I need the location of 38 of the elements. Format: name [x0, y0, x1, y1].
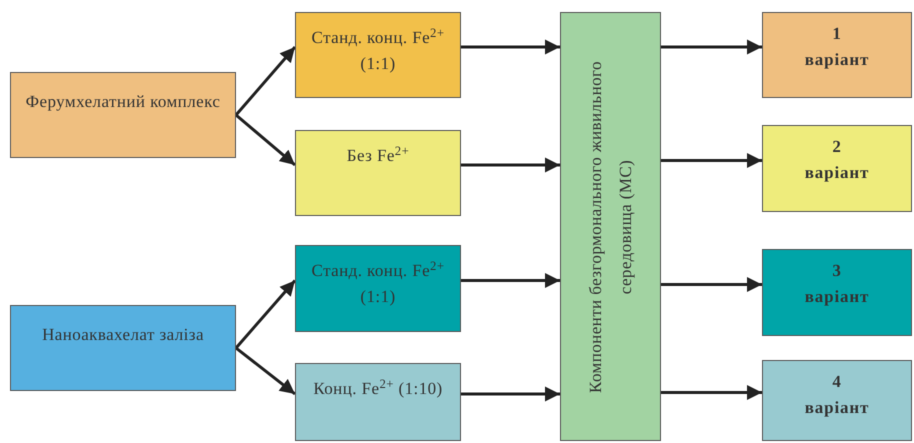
source-box: [10, 305, 236, 391]
arrow: [235, 346, 296, 396]
node-label: Станд. конц. Fe$^{2+}$ (1:1): [310, 258, 446, 308]
arrow: [661, 385, 762, 400]
variant-number: 2: [832, 136, 842, 158]
variant-box: [762, 12, 912, 98]
node-label: варіант: [804, 286, 870, 308]
condition-box: [295, 130, 461, 216]
condition-box: [295, 245, 461, 332]
arrow: [234, 46, 296, 116]
source-box: [10, 72, 236, 158]
node-label: варіант: [804, 397, 870, 419]
variant-box: [762, 249, 912, 336]
arrow: [234, 280, 296, 349]
node-label: Ферумхелатний комплекс: [26, 91, 220, 113]
node-label: варіант: [804, 162, 870, 184]
node-label: варіант: [804, 49, 870, 71]
node-label: Станд. конц. Fe$^{2+}$ (1:1): [310, 25, 446, 75]
arrow: [461, 158, 560, 172]
node-label: Конц. Fe$^{2+}$ (1:10): [313, 376, 443, 400]
variant-number: 1: [832, 23, 842, 45]
arrow: [661, 153, 762, 168]
node-label: Без Fe$^{2+}$: [346, 143, 410, 167]
variant-number: 4: [832, 371, 842, 393]
variant-box: [762, 125, 912, 212]
condition-box: [295, 363, 461, 441]
arrow: [661, 277, 762, 292]
arrow: [461, 40, 560, 54]
variant-box: [762, 360, 912, 441]
variant-number: 3: [832, 260, 842, 282]
condition-box: [295, 12, 461, 98]
medium-box: [560, 12, 661, 441]
arrow: [461, 273, 560, 288]
arrow: [461, 386, 560, 402]
node-label: Наноаквахелат заліза: [42, 324, 204, 346]
arrow: [235, 114, 296, 166]
arrow: [661, 40, 762, 54]
node-label: Компоненти безгормонального живильного середовища (МС): [586, 60, 634, 392]
